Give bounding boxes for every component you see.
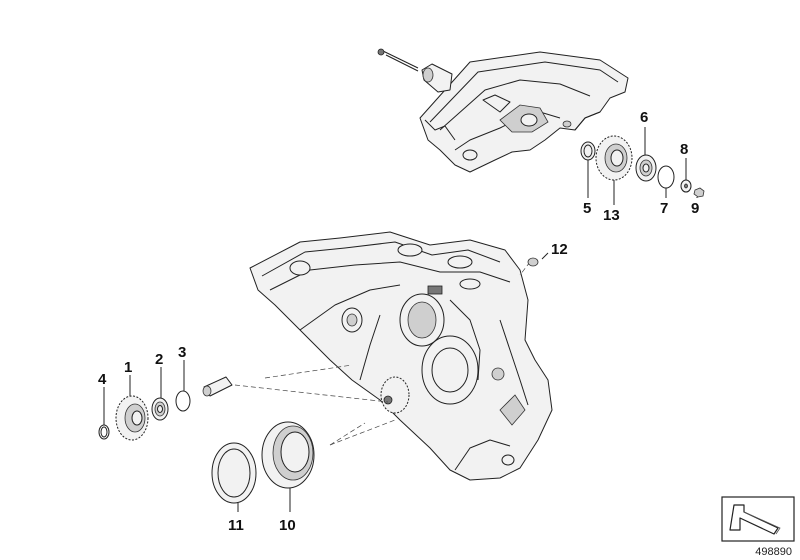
part-7-o-ring xyxy=(657,165,675,189)
callout-2: 2 xyxy=(155,351,163,368)
callout-10: 10 xyxy=(279,517,296,534)
part-8-washer xyxy=(680,179,692,193)
part-2-bearing xyxy=(151,397,169,421)
callout-6: 6 xyxy=(640,109,648,126)
part-5-seal-ring xyxy=(580,141,596,161)
part-3-o-ring xyxy=(175,390,191,412)
callout-3: 3 xyxy=(178,344,186,361)
callout-7: 7 xyxy=(660,200,668,217)
bolt-top xyxy=(377,48,419,72)
callout-1: 1 xyxy=(124,359,132,376)
part-12-plug xyxy=(527,257,539,267)
arrow-box-icon xyxy=(721,496,795,542)
callout-13: 13 xyxy=(603,207,620,224)
part-11-gasket-ring xyxy=(211,442,257,504)
part-4-ring xyxy=(98,424,110,440)
callout-8: 8 xyxy=(680,141,688,158)
main-crankcase xyxy=(249,231,553,481)
sleeve-top xyxy=(421,63,453,93)
sleeve-left xyxy=(202,376,233,397)
callout-12: 12 xyxy=(551,241,568,258)
part-9-nut xyxy=(693,187,705,198)
callout-4: 4 xyxy=(98,371,107,388)
callout-5: 5 xyxy=(583,200,591,217)
part-6-bearing xyxy=(635,154,657,182)
leader-lines xyxy=(103,127,698,512)
part-1-sprocket xyxy=(115,395,149,441)
reference-number: 498890 xyxy=(755,546,792,558)
callout-11: 11 xyxy=(228,517,244,534)
part-10-bearing-ring xyxy=(261,421,315,489)
part-13-gear xyxy=(595,135,633,181)
callout-labels: 1 2 3 4 5 6 7 8 9 10 11 12 13 xyxy=(98,109,699,534)
callout-9: 9 xyxy=(691,200,699,217)
upper-crankcase-half xyxy=(419,51,629,173)
